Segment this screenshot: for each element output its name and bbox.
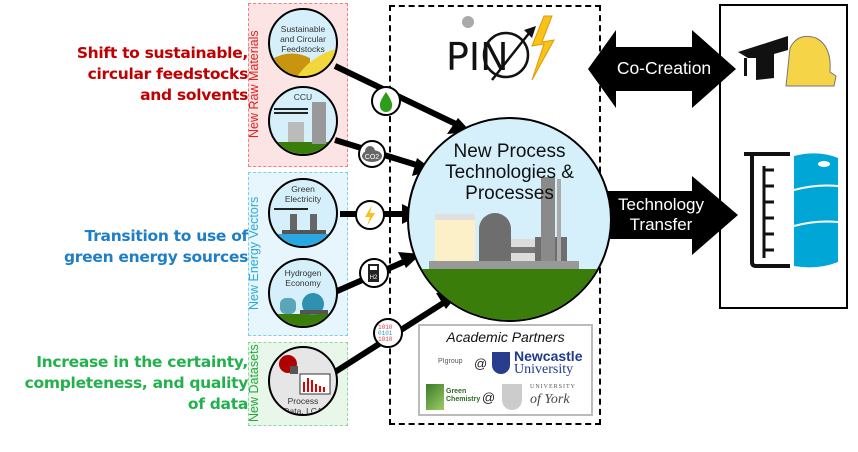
- york-crest-icon: [502, 384, 522, 410]
- goal-data: Increase in the certainty, completeness,…: [24, 352, 249, 415]
- co-creation-label: Co-Creation: [616, 58, 712, 78]
- pin-logo-graphic: PIN: [446, 15, 555, 81]
- green-chemistry-logo: [426, 384, 444, 410]
- input-process-data: Process Data, LCA: [268, 346, 338, 416]
- at-sign: @: [474, 356, 488, 371]
- center-title-line: New Process: [453, 141, 566, 162]
- goal-line: completeness, and quality: [24, 374, 249, 392]
- hydrogen-storage-illustration: [270, 293, 336, 326]
- technology-transfer-line: Technology: [617, 195, 704, 214]
- input-hydrogen-economy: Hydrogen Economy: [268, 258, 338, 328]
- goal-line: Shift to sustainable,: [76, 44, 248, 62]
- new-process-technologies-circle: New Process Technologies & Processes: [407, 117, 612, 322]
- center-title-line: Technologies &: [445, 162, 574, 183]
- newcastle-university: University: [514, 362, 574, 377]
- h2-text: H2: [370, 275, 378, 281]
- input-ccu: CCU: [268, 86, 338, 156]
- svg-text:1010: 1010: [378, 336, 393, 343]
- industry-box: [719, 4, 848, 309]
- input-green-electricity: Green Electricity: [268, 178, 338, 248]
- technology-transfer-arrow: [600, 176, 738, 255]
- input-label: CCU: [293, 92, 313, 102]
- goal-line: circular feedstocks: [87, 65, 249, 83]
- pigroup-logo: PIgroup: [438, 358, 463, 365]
- academic-partners-panel: Academic Partners PIgroup @ Newcastle Un…: [418, 324, 593, 416]
- technology-transfer-label: Technology Transfer: [600, 195, 722, 235]
- goal-line: and solvents: [140, 86, 248, 104]
- york-name: of York: [530, 392, 570, 407]
- newcastle-name: Newcastle: [514, 348, 583, 364]
- goal-line: Increase in the certainty,: [36, 353, 248, 371]
- goal-raw-materials: Shift to sustainable, circular feedstock…: [77, 43, 248, 106]
- partner-row-york: Green Chemistry @ UNIVERSITY of York: [426, 382, 588, 414]
- center-title: New Process Technologies & Processes: [409, 141, 610, 204]
- goal-line: Transition to use of: [84, 227, 249, 245]
- newcastle-crest-icon: [492, 352, 510, 374]
- input-label: Green Electricity: [284, 184, 322, 204]
- wind-turbine-illustration: [270, 208, 336, 246]
- goal-energy: Transition to use of green energy source…: [64, 226, 248, 268]
- svg-text:1010: 1010: [378, 324, 393, 331]
- partner-row-newcastle: PIgroup @ Newcastle University: [426, 348, 588, 380]
- input-label: Hydrogen Economy: [284, 268, 322, 288]
- input-label: Sustainable and Circular Feedstocks: [280, 24, 326, 54]
- at-sign: @: [482, 390, 496, 405]
- technology-transfer-line: Transfer: [629, 215, 693, 234]
- graduation-cap-hardhat-icon: [738, 35, 837, 87]
- co2-text: CO2: [365, 154, 380, 161]
- green-chemistry-name: Green Chemistry: [446, 388, 481, 403]
- droplet-icon: [371, 86, 401, 116]
- svg-text:0101: 0101: [378, 330, 393, 337]
- partners-title: Academic Partners: [446, 329, 565, 345]
- pin-logo: PIN: [440, 10, 570, 90]
- process-plant-illustration: [409, 177, 610, 320]
- beaker-barrel-icon: [744, 152, 839, 268]
- input-feedstocks: Sustainable and Circular Feedstocks: [268, 8, 338, 78]
- goal-line: green energy sources: [64, 248, 248, 266]
- center-title-line: Processes: [465, 183, 554, 204]
- input-label: Process Data, LCA: [283, 396, 323, 416]
- co-creation-arrow: [588, 30, 736, 108]
- cornfield-illustration: [270, 49, 336, 76]
- york-university-label: UNIVERSITY: [530, 384, 576, 390]
- goal-line: of data: [187, 395, 248, 413]
- ccu-plant-illustration: [270, 102, 336, 154]
- lightning-icon: [355, 200, 385, 230]
- data-chart-illustration: [279, 355, 331, 395]
- co2-cloud-icon: CO2: [358, 140, 386, 168]
- fuel-pump-icon: H2: [359, 258, 389, 288]
